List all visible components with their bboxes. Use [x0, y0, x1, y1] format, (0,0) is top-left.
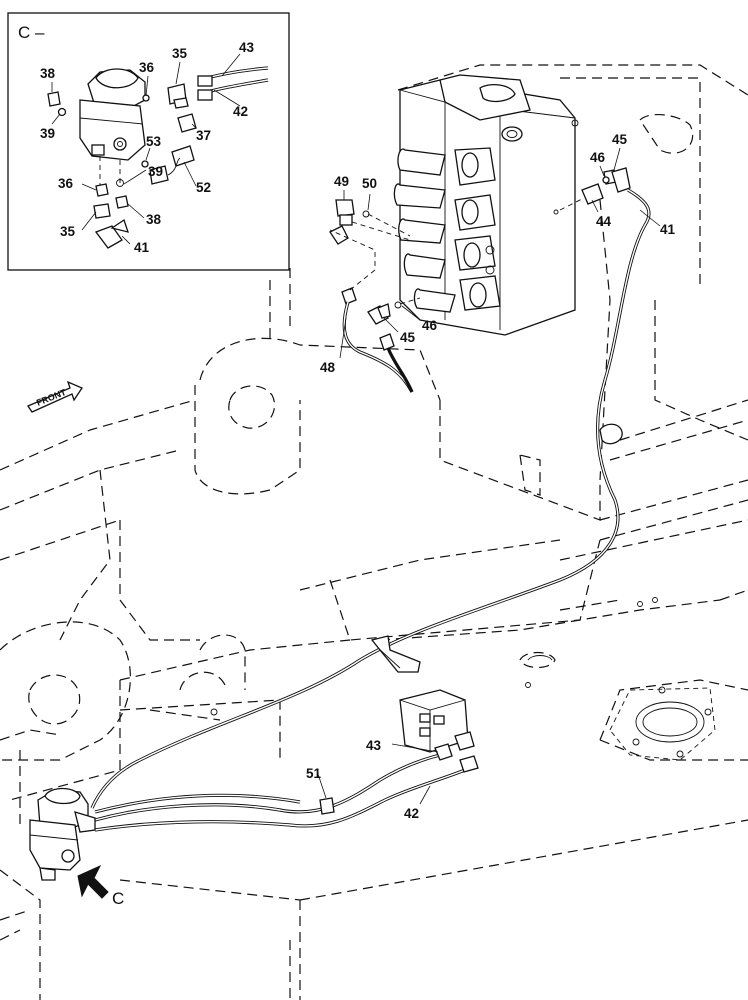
callout-42: 42: [233, 104, 248, 119]
pilot-valve-assembly: [29, 787, 96, 881]
callout-53: 53: [146, 134, 162, 149]
view-arrow-c: [77, 864, 109, 899]
callout-45: 45: [612, 132, 628, 147]
hose-41: [90, 188, 651, 809]
callout-35: 35: [172, 46, 188, 61]
callout-49: 49: [334, 174, 349, 189]
hoses-42-43: [94, 753, 466, 832]
callout-46: 46: [422, 318, 438, 333]
hose-clamp-bracket: [370, 635, 421, 673]
callout-46: 46: [590, 150, 606, 165]
callout-52: 52: [196, 180, 211, 195]
callout-44: 44: [596, 214, 612, 229]
fitting-45-46-lower: [367, 297, 421, 325]
control-valve: [393, 74, 579, 336]
shuttle-valve-bracket: [399, 689, 479, 773]
callout-36: 36: [58, 176, 74, 191]
front-arrow-label: FRONT: [35, 387, 68, 408]
view-marker-label: C: [112, 889, 124, 908]
callout-37: 37: [196, 128, 211, 143]
callout-39: 39: [148, 164, 163, 179]
callout-48: 48: [320, 360, 336, 375]
callout-45: 45: [400, 330, 416, 345]
inset-title: C –: [18, 23, 45, 42]
callout-42: 42: [404, 806, 419, 821]
callout-43: 43: [366, 738, 382, 753]
machine-frame: [0, 64, 748, 1000]
callout-labels: 38 36 35 43 39 42 37 53 36 39 52 38 35 4…: [40, 40, 676, 821]
callout-51: 51: [306, 766, 322, 781]
callout-39: 39: [40, 126, 55, 141]
fitting-44-45-46-right: [553, 167, 631, 215]
fitting-49-50: [329, 199, 411, 245]
callout-50: 50: [362, 176, 377, 191]
callout-43: 43: [239, 40, 255, 55]
callout-36: 36: [139, 60, 155, 75]
callout-35: 35: [60, 224, 76, 239]
hose-48: [329, 229, 414, 393]
callout-38: 38: [146, 212, 162, 227]
leader-lines: [51, 53, 661, 805]
callout-41: 41: [134, 240, 150, 255]
callout-38: 38: [40, 66, 56, 81]
inset-frame: [7, 12, 290, 271]
inset-detail-c: [7, 12, 290, 271]
front-arrow: [27, 380, 83, 413]
callout-41: 41: [660, 222, 676, 237]
